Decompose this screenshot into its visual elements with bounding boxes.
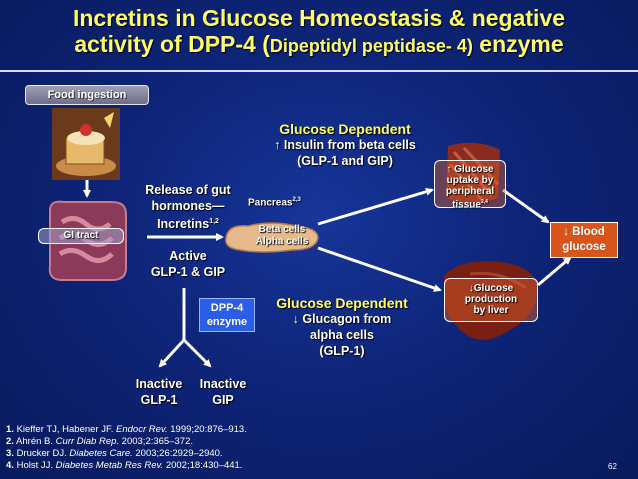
inactive-gip-line-2: GIP (212, 393, 234, 407)
food-ingestion-label: Food ingestion (25, 85, 149, 105)
blood-glucose-line-1: ↓ Blood (563, 226, 605, 238)
production-arrow-icon: ↓ (468, 283, 474, 294)
gi-tract-label: GI tract (38, 228, 124, 244)
down-arrow-icon: ↓ (292, 312, 299, 326)
reference-num: 1. (6, 424, 14, 435)
glucagon-text: Glucagon from (302, 312, 392, 326)
dpp4-enzyme-box: DPP-4 enzyme (199, 298, 255, 332)
reference-rest: 1999;20:876–913. (167, 424, 247, 435)
title-line-2-suffix: enzyme (472, 31, 564, 57)
reference-item: 4. Holst JJ. Diabetes Metab Res Rev. 200… (6, 460, 247, 472)
glucagon-line-2: alpha cells (310, 328, 374, 342)
beta-cells-label: Beta cells (258, 224, 306, 235)
slide-title: Incretins in Glucose Homeostasis & negat… (0, 5, 638, 59)
glucagon-line: ↓ Glucagon from (262, 311, 422, 327)
arrow-production-to-blood (537, 256, 572, 287)
arrow-uptake-to-blood (502, 188, 550, 224)
reference-journal: Diabetes Metab Res Rev. (55, 460, 164, 471)
inactive-glp1-line-1: Inactive (135, 377, 183, 391)
pancreas-label-text: Pancreas (248, 197, 293, 209)
production-line-1: ↓Glucose (445, 283, 537, 294)
pancreas-sup: 2,3 (292, 197, 301, 203)
muscle-image (446, 142, 500, 203)
release-line-3: Incretins1,2 (132, 214, 244, 232)
release-line-3-text: Incretins (157, 217, 210, 232)
uptake-arrow-icon: ↑ (446, 164, 452, 175)
reference-rest: 2002;18:430–441. (163, 460, 243, 471)
reference-rest: 2003;26:2929–2940. (132, 448, 223, 459)
production-line-1-text: Glucose (473, 283, 514, 294)
title-line-2-paren: Dipeptidyl peptidase- 4) (269, 36, 473, 56)
active-line-2: GLP-1 & GIP (150, 265, 226, 279)
pancreas-image (225, 222, 319, 253)
reference-authors: Drucker DJ. (13, 448, 70, 459)
uptake-line-1-text: Glucose (454, 164, 494, 175)
reference-num: 3. (6, 448, 14, 459)
reference-item: 3. Drucker DJ. Diabetes Care. 2003;26:29… (6, 448, 247, 460)
arrow-pancreas-to-production (317, 246, 442, 292)
reference-authors: Ahrén B. (13, 436, 56, 447)
glucose-dependent-bottom: Glucose Dependent ↓ Glucagon from alpha … (262, 295, 422, 359)
arrow-to-inactive-glp1 (158, 338, 186, 368)
insulin-source: (GLP-1 and GIP) (297, 154, 393, 168)
reference-journal: Endocr Rev. (116, 424, 168, 435)
uptake-line-3: peripheral (445, 186, 495, 197)
glucose-uptake-box: ↑ Glucose uptake by peripheral tissue2,4 (434, 160, 506, 210)
references: 1. Kieffer TJ, Habener JF. Endocr Rev. 1… (6, 424, 247, 472)
dpp4-line-2: enzyme (206, 316, 248, 328)
reference-num: 4. (6, 460, 14, 471)
dpp4-line-1: DPP-4 (210, 302, 244, 314)
reference-item: 2. Ahrén B. Curr Diab Rep. 2003;2:365–37… (6, 436, 247, 448)
reference-journal: Diabetes Care. (69, 448, 133, 459)
reference-authors: Kieffer TJ, Habener JF. (13, 424, 117, 435)
release-line-1: Release of gut (145, 183, 231, 197)
inactive-gip-text: Inactive GIP (190, 376, 256, 408)
glucose-dependent-bottom-heading: Glucose Dependent (276, 295, 408, 311)
reference-item: 1. Kieffer TJ, Habener JF. Endocr Rev. 1… (6, 424, 247, 436)
arrow-pancreas-to-uptake (317, 187, 434, 226)
title-line-2-prefix: activity of DPP-4 ( (74, 31, 270, 57)
reference-rest: 2003;2:365–372. (119, 436, 193, 447)
insulin-line: ↑ Insulin from beta cells (240, 137, 450, 153)
pancreas-cells-label: Beta cells Alpha cells (250, 224, 314, 248)
title-divider (0, 70, 638, 72)
title-line-2: activity of DPP-4 (Dipeptidyl peptidase-… (0, 31, 638, 59)
uptake-line-2: uptake by (446, 175, 494, 186)
arrow-to-inactive-gip (182, 338, 212, 368)
uptake-line-4: tissue2,4 (435, 197, 505, 210)
active-line-1: Active (169, 249, 207, 263)
production-line-2: production (464, 294, 518, 305)
reference-authors: Holst JJ. (13, 460, 56, 471)
up-arrow-icon: ↑ (274, 138, 281, 152)
title-line-1: Incretins in Glucose Homeostasis & negat… (72, 5, 566, 31)
release-sup: 1,2 (209, 218, 219, 225)
uptake-line-4-text: tissue (452, 199, 481, 211)
alpha-cells-label: Alpha cells (255, 236, 309, 247)
blood-glucose-box: ↓ Blood glucose (550, 222, 618, 258)
production-line-3: by liver (473, 305, 509, 316)
release-line-2: hormones— (151, 199, 225, 213)
page-number: 62 (608, 462, 617, 471)
active-text: Active GLP-1 & GIP (132, 248, 244, 280)
insulin-text: Insulin from beta cells (283, 138, 416, 152)
inactive-glp1-line-2: GLP-1 (140, 393, 178, 407)
glucose-production-box: ↓Glucose production by liver (444, 278, 538, 322)
inactive-gip-line-1: Inactive (199, 377, 247, 391)
glucose-dependent-top-heading: Glucose Dependent (279, 121, 411, 137)
release-text: Release of gut hormones— Incretins1,2 (132, 182, 244, 232)
uptake-sup: 2,4 (480, 199, 488, 205)
glucose-dependent-top: Glucose Dependent ↑ Insulin from beta ce… (240, 121, 450, 169)
glucagon-line-3: (GLP-1) (319, 344, 365, 358)
inactive-glp1-text: Inactive GLP-1 (126, 376, 192, 408)
reference-num: 2. (6, 436, 14, 447)
blood-glucose-line-2: glucose (562, 241, 606, 253)
reference-journal: Curr Diab Rep. (55, 436, 120, 447)
food-image (52, 108, 120, 180)
uptake-line-1: ↑ Glucose (435, 164, 505, 175)
pancreas-label: Pancreas2,3 (248, 197, 318, 208)
